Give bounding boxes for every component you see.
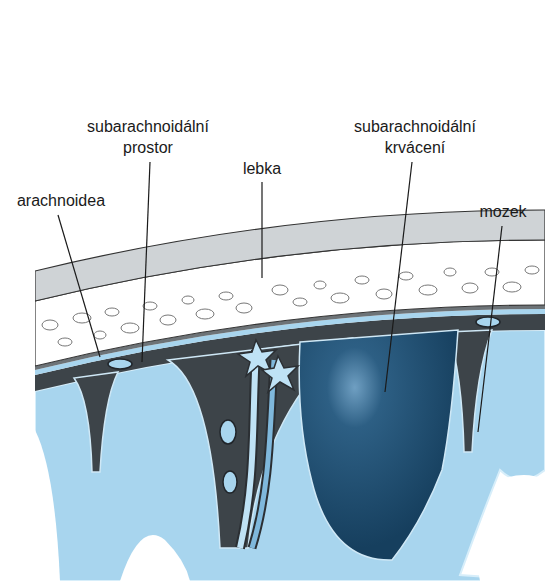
arachnoid-granulation [262,356,298,392]
brain-gap [35,430,60,581]
part-label: lebka [232,158,292,179]
part-label: arachnoidea [6,190,116,211]
leader-line [385,162,412,392]
brain-gap [478,475,545,581]
leader-line [142,162,150,362]
brain [35,330,545,581]
vessel-section [220,420,236,444]
scalp-layer [35,210,545,301]
hemorrhage [299,330,458,560]
vessel-section [223,471,237,493]
vessel [240,350,256,548]
part-label: subarachnoidální prostor [73,116,223,158]
vessel-section [476,317,500,327]
leader-line [58,215,100,357]
vessel [240,350,256,548]
part-label: subarachnoidální krvácení [340,116,490,158]
leader-line [478,226,502,432]
sulcus [74,372,118,472]
vessel-section [108,359,132,369]
brain-gap [120,535,190,581]
part-label: mozek [470,201,536,222]
leader-line [261,182,262,278]
